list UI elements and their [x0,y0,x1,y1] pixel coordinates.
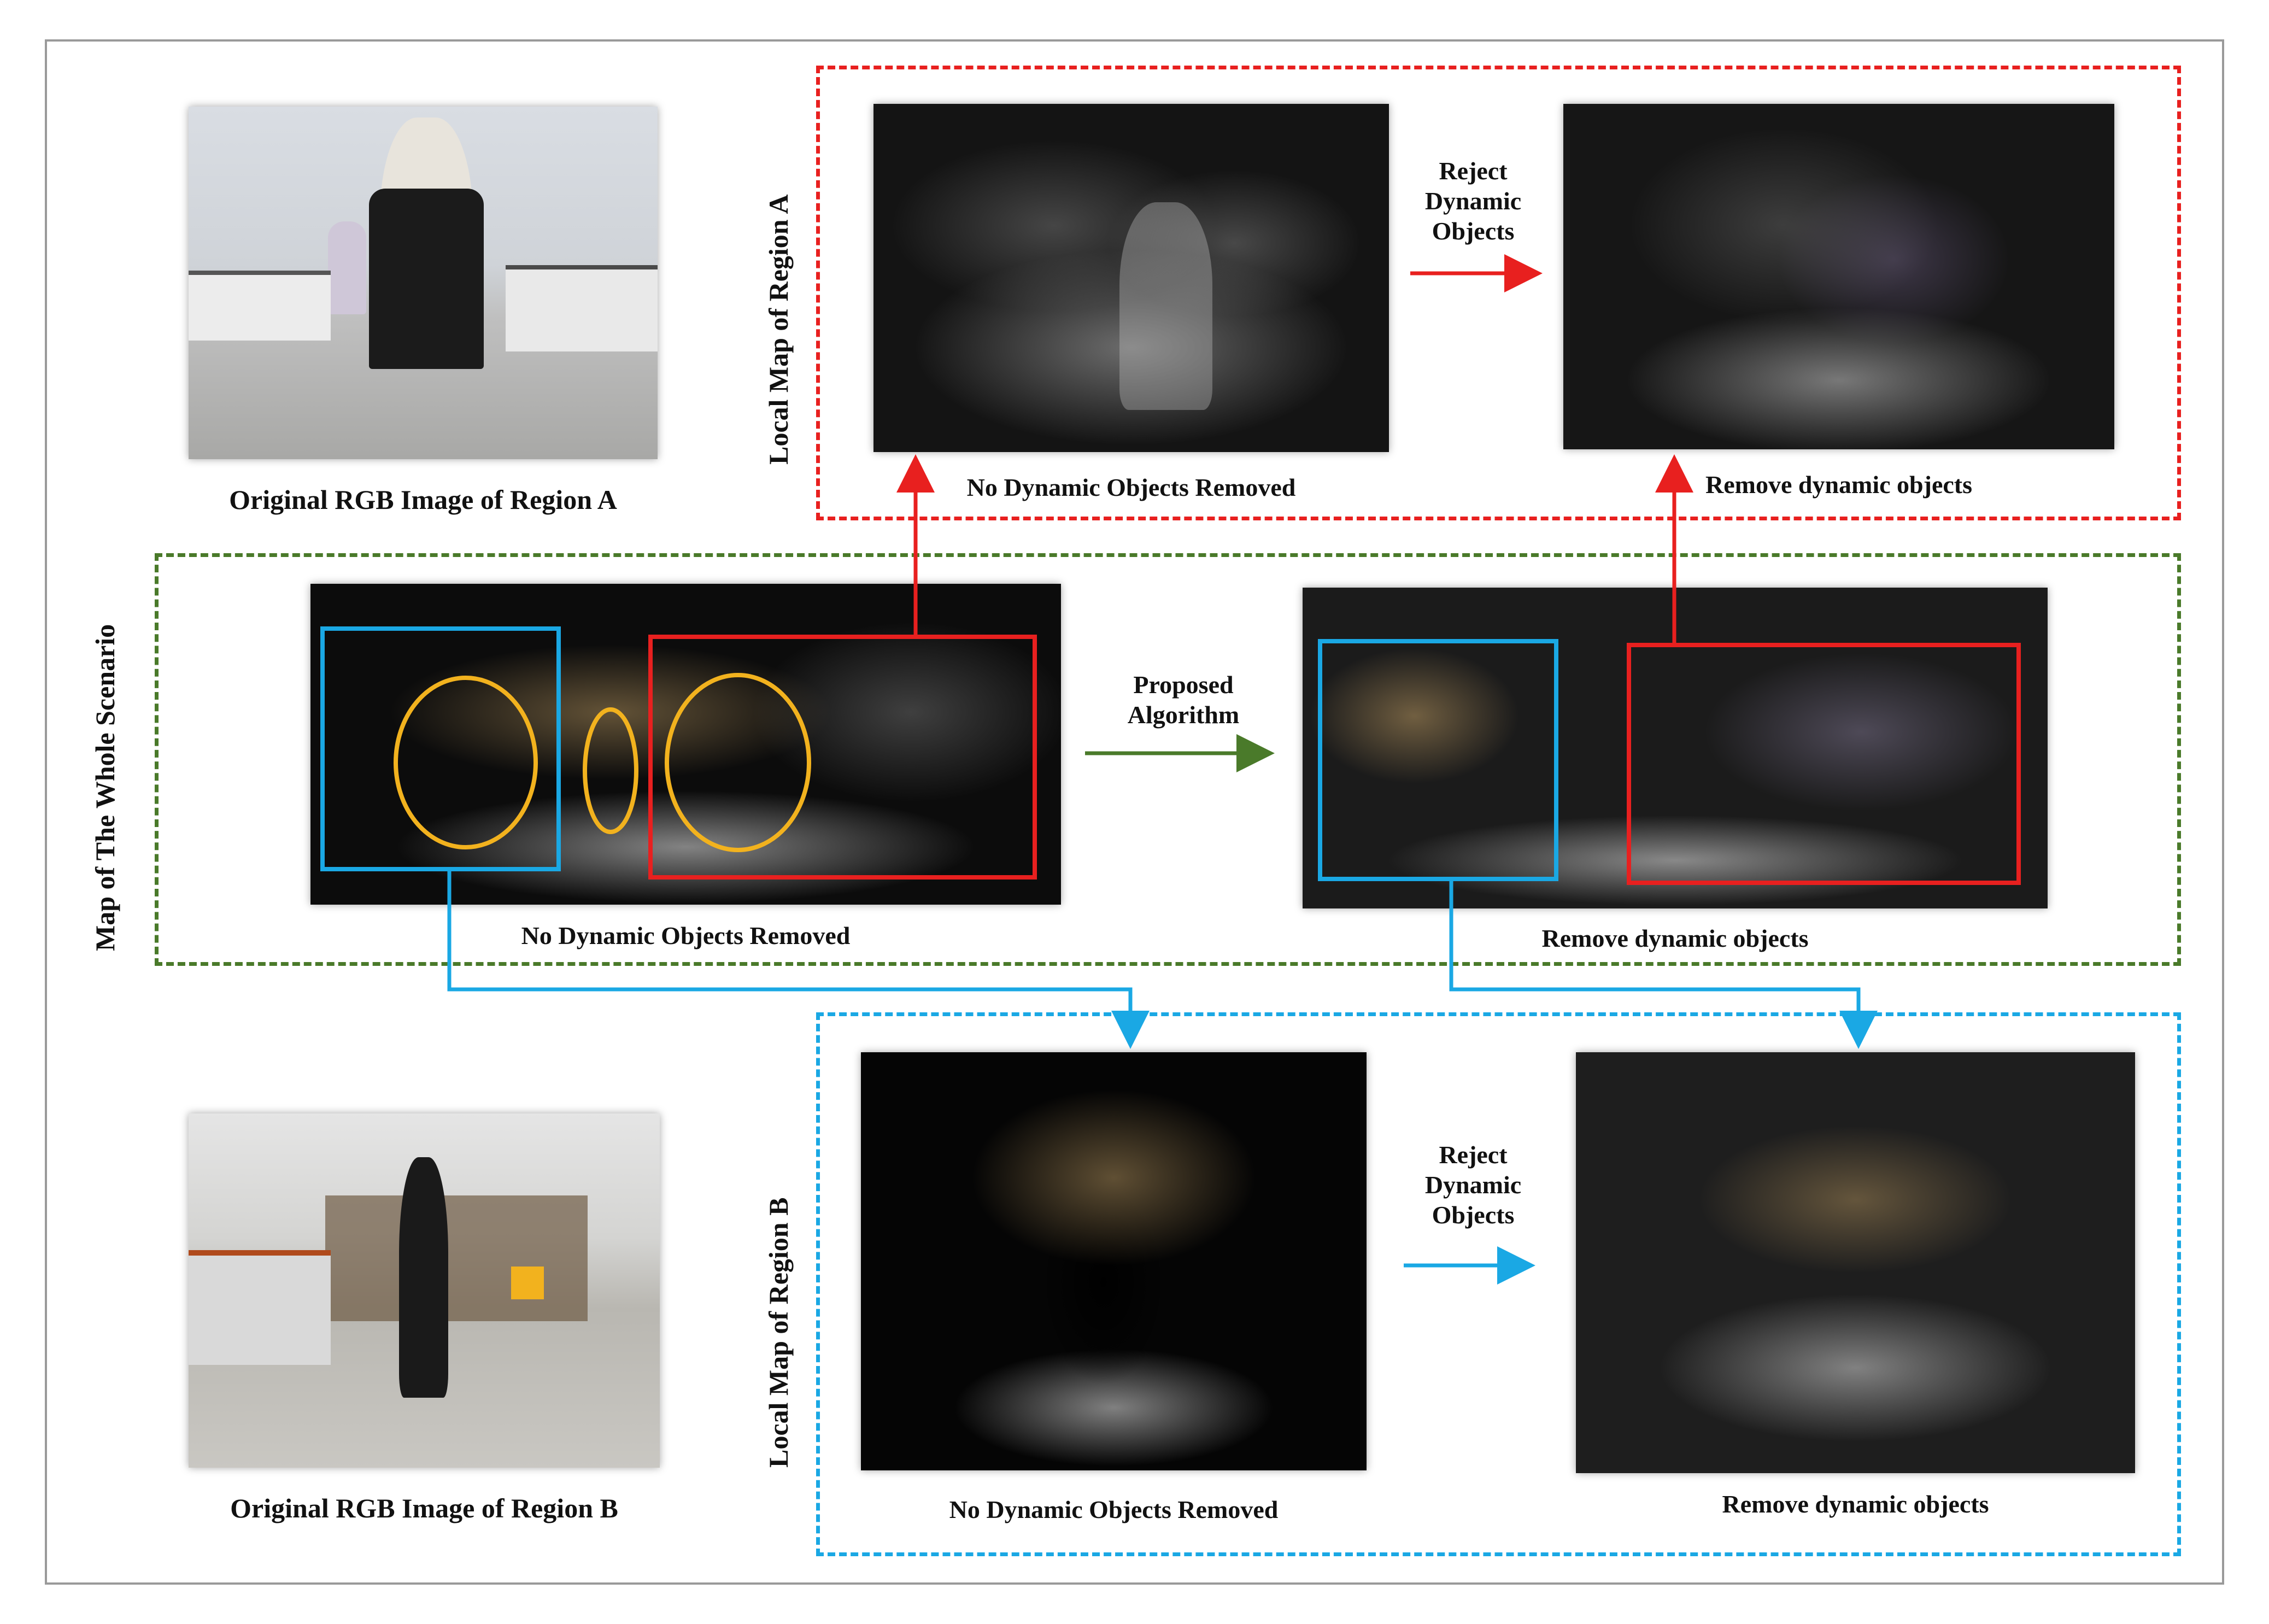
caption-whole-no-removal: No Dynamic Objects Removed [521,922,851,949]
robot-figure [328,221,366,314]
dynamic-ellipse-3 [665,673,811,852]
pointcloud-region-a-removed [1563,104,2114,449]
caption-region-b-no-removal: No Dynamic Objects Removed [949,1496,1279,1523]
rgb-image-region-b [189,1113,660,1468]
label-reject-dynamic-b: Reject Dynamic Objects [1424,1141,1522,1229]
region-a-box-left [648,635,1037,880]
whole-scenario-dashed-box [155,553,2181,966]
person-figure-b [399,1157,448,1398]
dynamic-ellipse-1 [394,676,538,849]
region-b-box-left [320,626,561,871]
pointcloud-region-b-removed [1576,1052,2135,1473]
desk-left [189,271,331,341]
ghost-person-a [1119,202,1212,410]
arrow-to-region-b-left [447,869,1150,1049]
office-chair [369,189,484,369]
caption-region-a-removed: Remove dynamic objects [1705,471,1972,499]
pointcloud-region-a-no-removal [873,104,1389,452]
label-reject-dynamic-a: Reject Dynamic Objects [1424,157,1522,245]
region-b-dashed-box [816,1012,2181,1556]
dynamic-ellipse-2 [583,707,638,834]
arrow-to-region-b-right [1449,879,1878,1049]
caption-rgb-region-a: Original RGB Image of Region A [229,484,617,515]
caption-region-b-removed: Remove dynamic objects [1722,1490,1989,1518]
yellow-box [511,1267,544,1299]
pointcloud-region-b-no-removal [861,1052,1367,1470]
caption-rgb-region-b: Original RGB Image of Region B [230,1493,618,1523]
desk-right [506,265,658,351]
caption-whole-removed: Remove dynamic objects [1541,924,1809,952]
label-proposed-algorithm: Proposed Algorithm [1127,671,1240,729]
shelf-wall [325,1195,588,1321]
region-a-dashed-box [816,66,2181,520]
caption-region-a-no-removal: No Dynamic Objects Removed [966,473,1296,501]
region-a-box-right [1627,643,2021,885]
rgb-image-region-a [189,107,658,459]
workbench [189,1250,331,1365]
region-b-box-right [1318,639,1558,881]
